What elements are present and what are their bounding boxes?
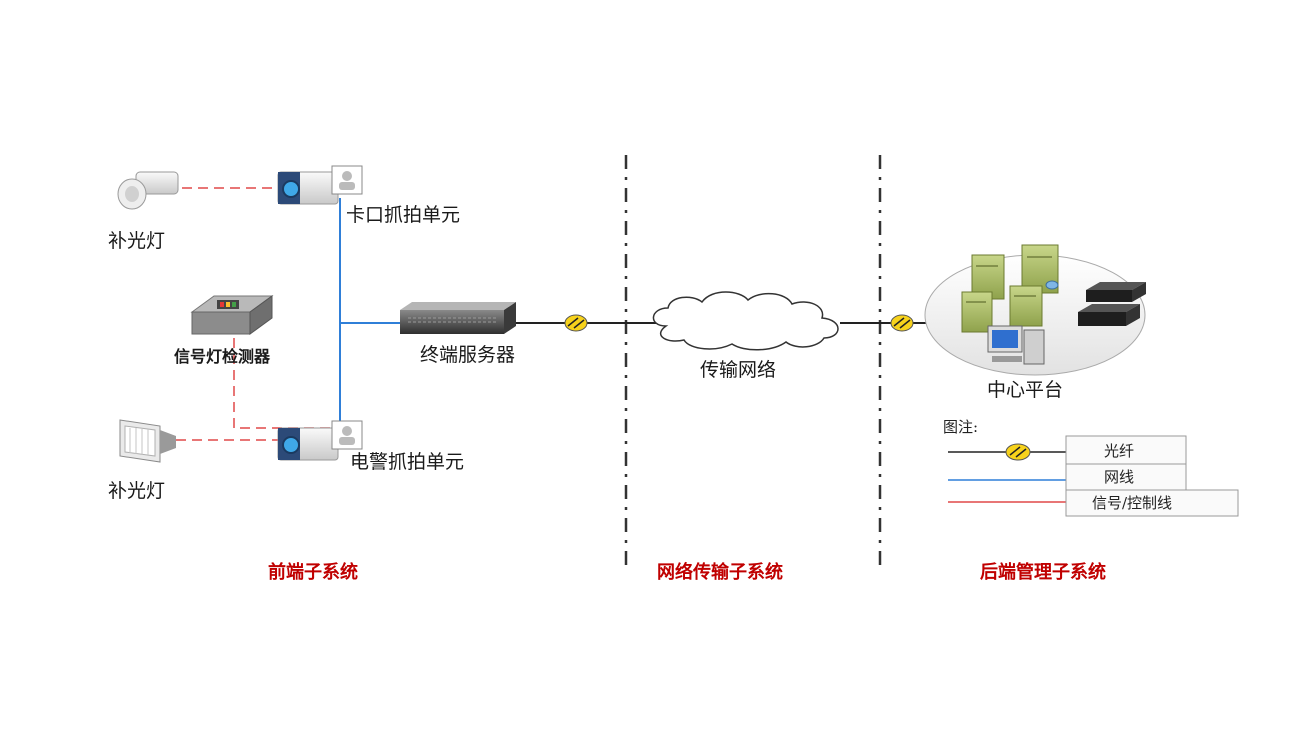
section-title-back: 后端管理子系统 [980, 561, 1106, 583]
terminal-server-icon [400, 302, 516, 334]
fill-light-bottom-icon [119, 419, 176, 463]
signal-detector-label: 信号灯检测器 [174, 347, 271, 366]
legend-title: 图注: [943, 418, 978, 436]
legend-fiber-connector-icon [1005, 443, 1031, 461]
legend-signal-box [1065, 489, 1239, 517]
legend: 图注: 光纤 网线 信号/控制线 [943, 418, 1239, 517]
legend-signal-label: 信号/控制线 [1092, 494, 1172, 512]
rack-device-icon [1078, 282, 1146, 326]
legend-network-label: 网线 [1104, 468, 1134, 486]
fill-light-bottom-label: 补光灯 [108, 480, 165, 502]
checkpoint-camera-icon [277, 165, 363, 205]
section-title-network: 网络传输子系统 [657, 561, 783, 583]
fill-light-top-icon [117, 171, 179, 210]
section-title-front: 前端子系统 [268, 561, 358, 583]
server-cluster-icon [961, 244, 1059, 333]
police-camera-icon [277, 420, 363, 461]
transport-network-label: 传输网络 [700, 359, 776, 381]
fill-light-top-label: 补光灯 [108, 230, 165, 252]
center-platform-label: 中心平台 [987, 379, 1063, 401]
workstation-icon [987, 325, 1045, 365]
fiber-connector-icon [890, 314, 914, 332]
cloud-icon [652, 291, 839, 351]
signal-detector-icon [190, 295, 274, 335]
fiber-connector-icon [564, 314, 588, 332]
legend-network-box [1065, 463, 1187, 491]
terminal-server-label: 终端服务器 [420, 344, 515, 366]
checkpoint-camera-label: 卡口抓拍单元 [346, 204, 460, 226]
police-camera-label: 电警抓拍单元 [350, 451, 464, 473]
legend-fiber-label: 光纤 [1104, 442, 1134, 460]
